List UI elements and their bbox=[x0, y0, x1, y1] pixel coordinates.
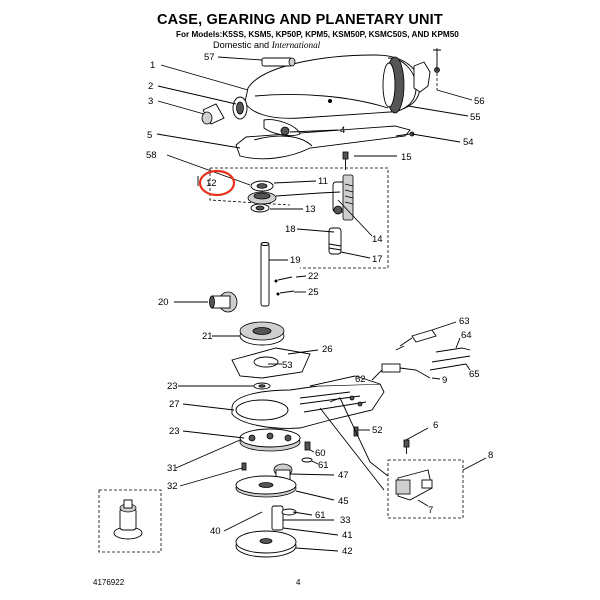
callout-60: 60 bbox=[315, 448, 326, 459]
callout-55: 55 bbox=[470, 112, 481, 123]
callout-18: 18 bbox=[285, 224, 296, 235]
knob-part bbox=[201, 103, 225, 125]
callout-40: 40 bbox=[210, 526, 221, 537]
document-number: 4176922 bbox=[93, 578, 125, 587]
washer-23 bbox=[253, 382, 271, 390]
switch-63 bbox=[395, 329, 437, 351]
page-number: 4 bbox=[296, 578, 301, 587]
callout-54: 54 bbox=[463, 137, 474, 148]
callout-1: 1 bbox=[150, 60, 155, 71]
callout-8: 8 bbox=[488, 450, 493, 461]
pins-22-25 bbox=[274, 276, 295, 296]
callout-11: 11 bbox=[318, 176, 328, 187]
callout-9: 9 bbox=[442, 375, 447, 386]
callout-4: 4 bbox=[340, 125, 345, 136]
gear-21 bbox=[239, 321, 285, 346]
screw-6 bbox=[403, 439, 410, 454]
domestic-label: Domestic and bbox=[213, 40, 270, 50]
planetary-31 bbox=[239, 428, 301, 452]
beater-shaft-40 bbox=[113, 499, 143, 540]
callout-62: 62 bbox=[355, 374, 366, 385]
callout-15: 15 bbox=[401, 152, 412, 163]
callout-14: 14 bbox=[372, 234, 383, 245]
callout-3: 3 bbox=[148, 96, 153, 107]
callout-25: 25 bbox=[308, 287, 319, 298]
callout-2: 2 bbox=[148, 81, 153, 92]
cap-part bbox=[232, 96, 248, 120]
callout-32: 32 bbox=[167, 481, 178, 492]
wires-64-65 bbox=[429, 347, 471, 371]
callout-12: 12 bbox=[206, 178, 217, 189]
screw-15 bbox=[342, 151, 349, 170]
screw-32 bbox=[241, 462, 247, 471]
callout-58: 58 bbox=[146, 150, 157, 161]
callout-56: 56 bbox=[474, 96, 485, 107]
callout-61b: 61 bbox=[315, 510, 326, 521]
screws-60-61 bbox=[301, 441, 313, 463]
speed-control-7 bbox=[395, 469, 433, 501]
callout-31: 31 bbox=[167, 463, 178, 474]
callout-26: 26 bbox=[322, 344, 333, 355]
callout-52: 52 bbox=[372, 425, 383, 436]
callout-6: 6 bbox=[433, 420, 438, 431]
ring-45 bbox=[235, 475, 297, 498]
callout-47: 47 bbox=[338, 470, 349, 481]
trim-band-part bbox=[235, 125, 411, 160]
highlight-circle bbox=[198, 169, 236, 197]
callout-20: 20 bbox=[158, 297, 169, 308]
callout-63: 63 bbox=[459, 316, 470, 327]
callout-19: 19 bbox=[290, 255, 301, 266]
callout-65: 65 bbox=[469, 369, 480, 380]
callout-23a: 23 bbox=[167, 381, 178, 392]
callout-61a: 61 bbox=[318, 460, 329, 471]
callout-41: 41 bbox=[342, 530, 353, 541]
callout-64: 64 bbox=[461, 330, 472, 341]
worm-gear-shaft bbox=[332, 174, 354, 221]
callout-5: 5 bbox=[147, 130, 152, 141]
page-title: CASE, GEARING AND PLANETARY UNIT bbox=[157, 12, 443, 28]
gasket-26 bbox=[231, 347, 311, 379]
pinion-17 bbox=[328, 227, 342, 255]
leader-lines bbox=[156, 56, 487, 552]
callout-21: 21 bbox=[202, 331, 213, 342]
gear-stack bbox=[247, 180, 277, 213]
international-label: International bbox=[271, 40, 321, 50]
callout-23b: 23 bbox=[169, 426, 180, 437]
handle-part bbox=[263, 119, 301, 137]
gear-case-27 bbox=[231, 375, 385, 429]
callout-45: 45 bbox=[338, 496, 349, 507]
callout-42: 42 bbox=[342, 546, 353, 557]
gear-20 bbox=[209, 291, 238, 313]
callout-22: 22 bbox=[308, 271, 319, 282]
callout-57: 57 bbox=[204, 52, 215, 63]
motor-housing-part bbox=[244, 54, 421, 119]
market-line: Domestic and International bbox=[213, 40, 320, 50]
callout-17: 17 bbox=[372, 254, 383, 265]
shaft-33-41 bbox=[271, 505, 297, 531]
bracket-part bbox=[413, 48, 441, 93]
callout-13: 13 bbox=[305, 204, 316, 215]
callout-27: 27 bbox=[169, 399, 180, 410]
cover-42 bbox=[235, 530, 297, 558]
callout-33: 33 bbox=[340, 515, 351, 526]
models-subtitle: For Models:K5SS, KSM5, KP50P, KPM5, KSM5… bbox=[176, 30, 459, 39]
callout-7: 7 bbox=[428, 505, 433, 516]
callout-53: 53 bbox=[282, 360, 293, 371]
hinge-pin-part bbox=[261, 57, 296, 67]
shaft-19 bbox=[260, 242, 270, 307]
callout-labels: 57 1 2 3 4 5 58 12 11 13 14 15 17 18 19 … bbox=[146, 52, 493, 557]
connector-62 bbox=[381, 363, 431, 379]
